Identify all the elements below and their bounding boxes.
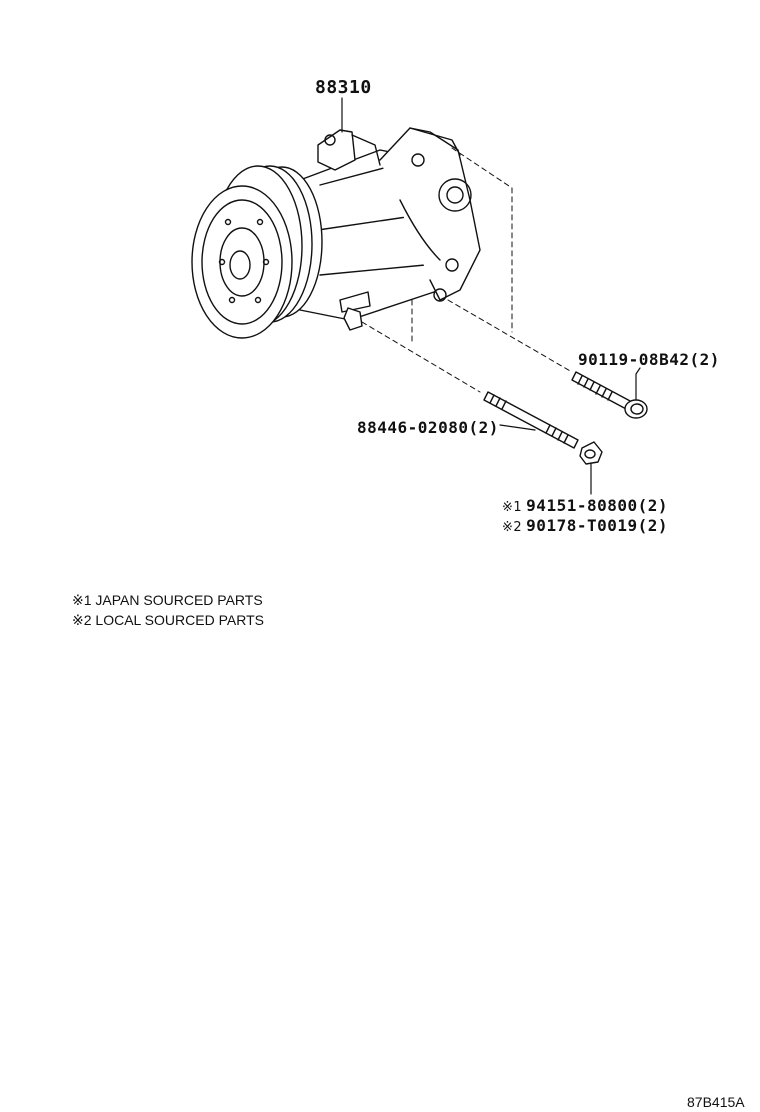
illustration-reference-code: 87B415A xyxy=(687,1094,745,1110)
nut-japan-part-number: 94151-80800(2) xyxy=(526,496,669,515)
label-bolt-short[interactable]: 90119-08B42(2) xyxy=(578,350,720,369)
note-local-sourced: ※2 LOCAL SOURCED PARTS xyxy=(72,612,264,628)
stud-bolt-illustration xyxy=(483,391,579,449)
bolt-illustration xyxy=(571,367,648,419)
installation-guide-lines xyxy=(361,147,573,393)
nut-local-part-number: 90178-T0019(2) xyxy=(526,516,669,535)
label-stud-bolt[interactable]: 88446-02080(2) xyxy=(357,418,499,437)
japan-mark-symbol: ※1 xyxy=(502,500,523,515)
compressor-illustration xyxy=(191,127,481,339)
label-compressor[interactable]: 88310 xyxy=(315,77,372,98)
note-japan-sourced: ※1 JAPAN SOURCED PARTS xyxy=(72,592,263,608)
local-mark-symbol: ※2 xyxy=(502,520,523,535)
nut-illustration xyxy=(579,441,603,495)
